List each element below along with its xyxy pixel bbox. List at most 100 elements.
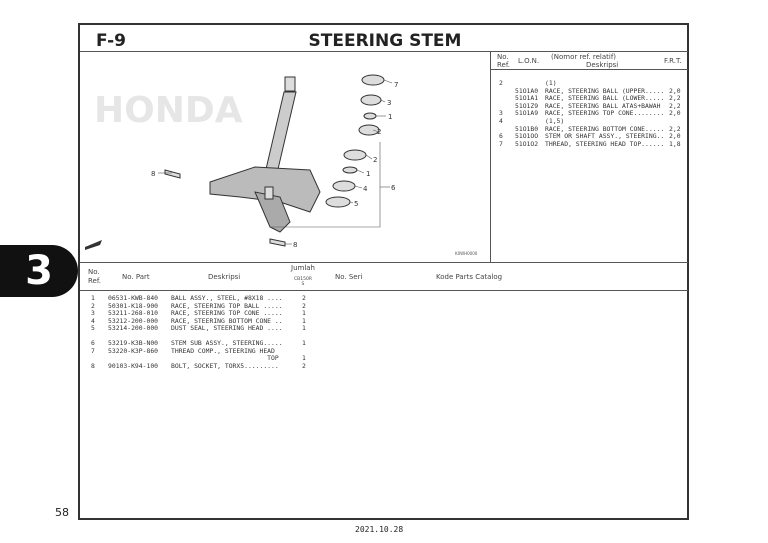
part-number-cell: 06531-KWB-840 xyxy=(108,294,159,302)
lon-cell: 51O1B0 xyxy=(515,124,539,133)
divider xyxy=(490,51,491,262)
ref-cell: 3 xyxy=(91,309,95,318)
front-arrow-icon xyxy=(85,240,102,250)
ref-header-frt: F.R.T. xyxy=(664,57,682,65)
desc-cell: BOLT, SOCKET, TORX5......... xyxy=(171,361,279,370)
ref-cell: 7 xyxy=(499,139,503,148)
parts-header-desc: Deskripsi xyxy=(208,273,241,281)
parts-header-no: No. Ref. xyxy=(88,268,102,285)
ref-cell: 6 xyxy=(499,132,503,141)
frt-cell: 2,0 xyxy=(669,86,681,95)
desc-cell: RACE, STEERING TOP BALL ..... xyxy=(171,301,283,310)
ref-cell: 7 xyxy=(91,346,95,355)
callout: 2 xyxy=(377,128,381,136)
page-title: STEERING STEM xyxy=(308,31,462,51)
ref-table: 2 (1) 51O1A0 RACE, STEERING BALL (UPPER....… xyxy=(497,79,687,148)
lon-cell: 51O1OO xyxy=(515,132,539,141)
parts-header-serial: No. Seri xyxy=(335,273,363,281)
callout: 8 xyxy=(293,241,297,249)
callout: 2 xyxy=(373,156,377,164)
desc-cell: THREAD COMP., STEERING HEAD TOP xyxy=(171,346,279,363)
ref-table-row: 2 (1) xyxy=(497,79,687,88)
ref-cell: 3 xyxy=(499,109,503,118)
ref-header-no: No. Ref. xyxy=(497,53,511,69)
ref-header-desc-top: (Nomor ref. relatif) xyxy=(551,53,617,61)
qty-cell: 1 xyxy=(302,354,306,363)
desc-cell: BALL ASSY., STEEL, #8X18 .... xyxy=(171,294,283,302)
ref-cell: 4 xyxy=(499,116,503,125)
callout: 1 xyxy=(366,170,370,178)
page-number: 58 xyxy=(55,506,69,519)
parts-header-qty: Jumlah xyxy=(291,264,315,272)
callout: 4 xyxy=(363,185,368,193)
parts-table-row: 7 53220-K3P-860 THREAD COMP., STEERING HEA… xyxy=(88,346,328,363)
qty-cell: 1 xyxy=(302,324,306,333)
desc-cell: RACE, STEERING BALL (UPPER..... xyxy=(545,86,665,95)
qty-cell: 2 xyxy=(302,301,306,310)
print-date: 2021.10.28 xyxy=(355,525,404,534)
desc-cell: (1) xyxy=(545,79,557,87)
frt-cell: 1,8 xyxy=(669,139,681,148)
ref-cell: 8 xyxy=(91,361,95,370)
ref-cell: 2 xyxy=(91,301,95,310)
ref-cell: 1 xyxy=(91,294,95,302)
desc-cell: STEM SUB ASSY., STEERING..... xyxy=(171,338,283,347)
frt-cell: 2,0 xyxy=(669,132,681,141)
divider xyxy=(80,262,688,263)
desc-cell: RACE, STEERING BALL ATAS+BAWAH xyxy=(545,101,661,110)
parts-table-row: 6 53219-K3B-N00 STEM SUB ASSY., STEERING..… xyxy=(88,338,328,348)
desc-cell: RACE, STEERING TOP CONE ..... xyxy=(171,309,283,318)
parts-header-part: No. Part xyxy=(122,273,150,281)
part-number-cell: 90103-K94-100 xyxy=(108,361,159,370)
desc-cell: RACE, STEERING BOTTOM CONE .. xyxy=(171,316,283,325)
ref-table-row: 6 51O1OO STEM OR SHAFT ASSY., STEERING.. 2,… xyxy=(497,133,687,141)
qty-cell: 1 xyxy=(302,338,306,347)
frt-cell: 2,0 xyxy=(669,109,681,118)
ref-table-row: 51O1Z9 RACE, STEERING BALL ATAS+BAWAH 2,2 xyxy=(497,101,687,111)
diagram-code: K0WH0000 xyxy=(455,251,478,256)
desc-cell: DUST SEAL, STEERING HEAD .... xyxy=(171,324,283,333)
desc-cell: RACE, STEERING BALL (LOWER..... xyxy=(545,94,665,103)
parts-header-model: CB150R S xyxy=(294,277,312,287)
desc-cell: RACE, STEERING BOTTOM CONE..... xyxy=(545,124,665,133)
frt-cell: 2,2 xyxy=(669,101,681,110)
callout: 6 xyxy=(391,184,396,192)
ref-header-lon: L.O.N. xyxy=(518,57,540,65)
parts-table-row: 1 06531-KWB-840 BALL ASSY., STEEL, #8X18 .… xyxy=(88,294,328,303)
qty-cell: 2 xyxy=(302,294,306,302)
ref-table-row: 51O1B0 RACE, STEERING BOTTOM CONE..... 2,2 xyxy=(497,124,687,134)
parts-table-row: 2 50301-K18-900 RACE, STEERING TOP BALL ..… xyxy=(88,301,328,311)
frt-cell: 2,2 xyxy=(669,124,681,133)
part-number-cell: 53220-K3P-860 xyxy=(108,346,159,355)
ref-cell: 6 xyxy=(91,338,95,347)
ref-cell: 5 xyxy=(91,324,95,333)
qty-cell: 2 xyxy=(302,361,306,370)
ref-cell: 4 xyxy=(91,316,95,325)
divider xyxy=(490,69,688,70)
exploded-diagram: HONDA K0WH0000 7 3 1 2 2 1 4 6 5 8 8 xyxy=(85,74,478,256)
desc-cell: (1,5) xyxy=(545,116,565,125)
frt-cell: 2,2 xyxy=(669,94,681,103)
part-number-cell: 53219-K3B-N00 xyxy=(108,338,159,347)
watermark-logo: HONDA xyxy=(94,90,243,131)
figure-number: F-9 xyxy=(96,31,126,51)
callout: 5 xyxy=(354,200,358,208)
lon-cell: 51O1Z9 xyxy=(515,101,539,110)
lon-cell: 51O1A1 xyxy=(515,94,539,103)
divider xyxy=(80,290,688,291)
desc-cell: THREAD, STEERING HEAD TOP...... xyxy=(545,139,665,148)
divider xyxy=(80,51,688,52)
qty-cell: 1 xyxy=(302,309,306,318)
lon-cell: 51O1A0 xyxy=(515,86,539,95)
ref-table-row: 51O1A1 RACE, STEERING BALL (LOWER..... 2,2 xyxy=(497,95,687,103)
ref-table-row: 51O1A0 RACE, STEERING BALL (UPPER..... 2,0 xyxy=(497,86,687,96)
part-number-cell: 50301-K18-900 xyxy=(108,301,159,310)
parts-table-row: 8 90103-K94-100 BOLT, SOCKET, TORX5.......… xyxy=(88,361,328,371)
ref-header-desc: Deskripsi xyxy=(586,61,619,69)
desc-cell: STEM OR SHAFT ASSY., STEERING.. xyxy=(545,132,665,141)
ref-cell: 2 xyxy=(499,79,503,87)
